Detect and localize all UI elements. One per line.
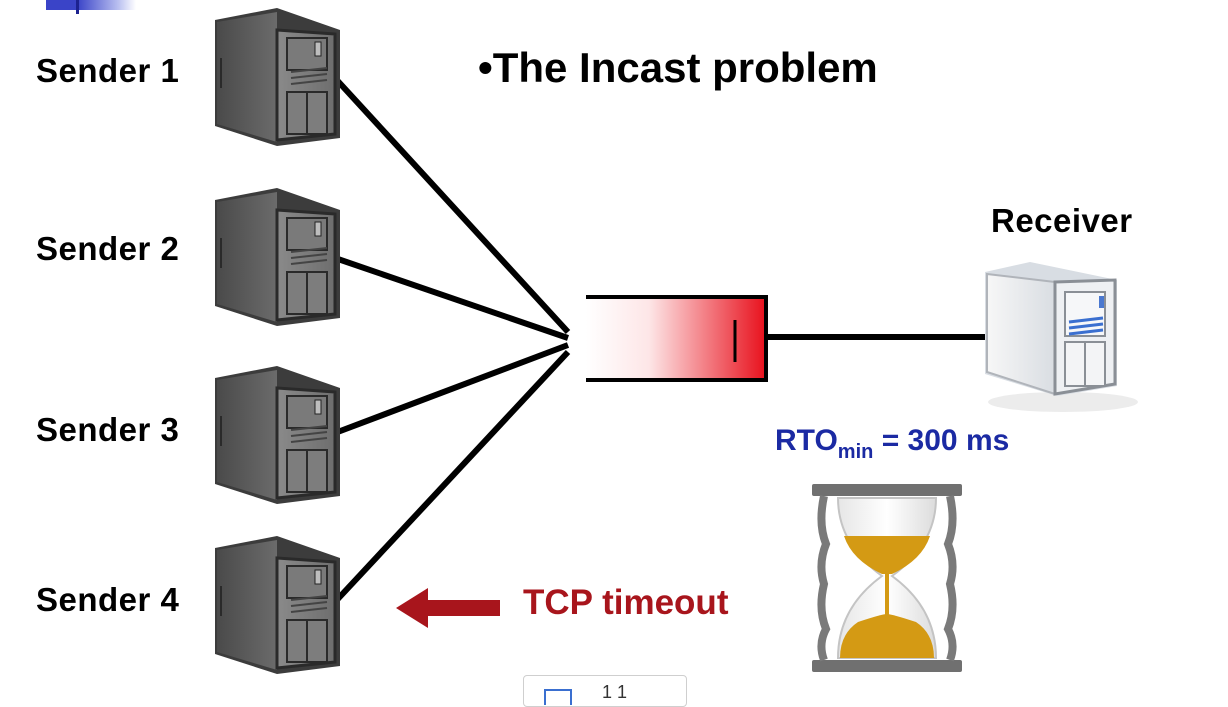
server-icon: [213, 534, 342, 676]
switch-buffer: [586, 295, 768, 382]
slide-title: •The Incast problem: [478, 44, 878, 91]
sender-2-label: Sender 2: [36, 230, 180, 267]
bottom-tab-fragment[interactable]: 1 1: [523, 675, 687, 707]
link-sender-1: [332, 75, 571, 335]
link-sender-3: [333, 342, 570, 436]
bottom-tab-text: 1 1: [602, 682, 628, 702]
sender-3-label: Sender 3: [36, 411, 180, 448]
arrow-left-icon: [396, 588, 500, 628]
link-sender-2: [334, 255, 569, 341]
rto-prefix: RTO: [775, 424, 838, 457]
tcp-timeout-label: TCP timeout: [523, 583, 729, 622]
receiver-label: Receiver: [991, 202, 1133, 239]
rto-subscript: min: [837, 441, 874, 463]
server-icon: [213, 364, 342, 506]
rto-value: = 300 ms: [881, 424, 1010, 457]
slide-corner-logo: [46, 0, 136, 14]
server-icon: [213, 186, 342, 328]
window-icon: [544, 689, 572, 705]
sender-4-label: Sender 4: [36, 581, 180, 618]
hourglass-icon: [812, 484, 962, 672]
rto-min-label: RTOmin = 300 ms: [775, 424, 1009, 464]
server-icon: [985, 262, 1138, 412]
link-sender-4: [332, 349, 571, 605]
server-icon: [213, 6, 342, 148]
sender-1-label: Sender 1: [36, 52, 180, 89]
